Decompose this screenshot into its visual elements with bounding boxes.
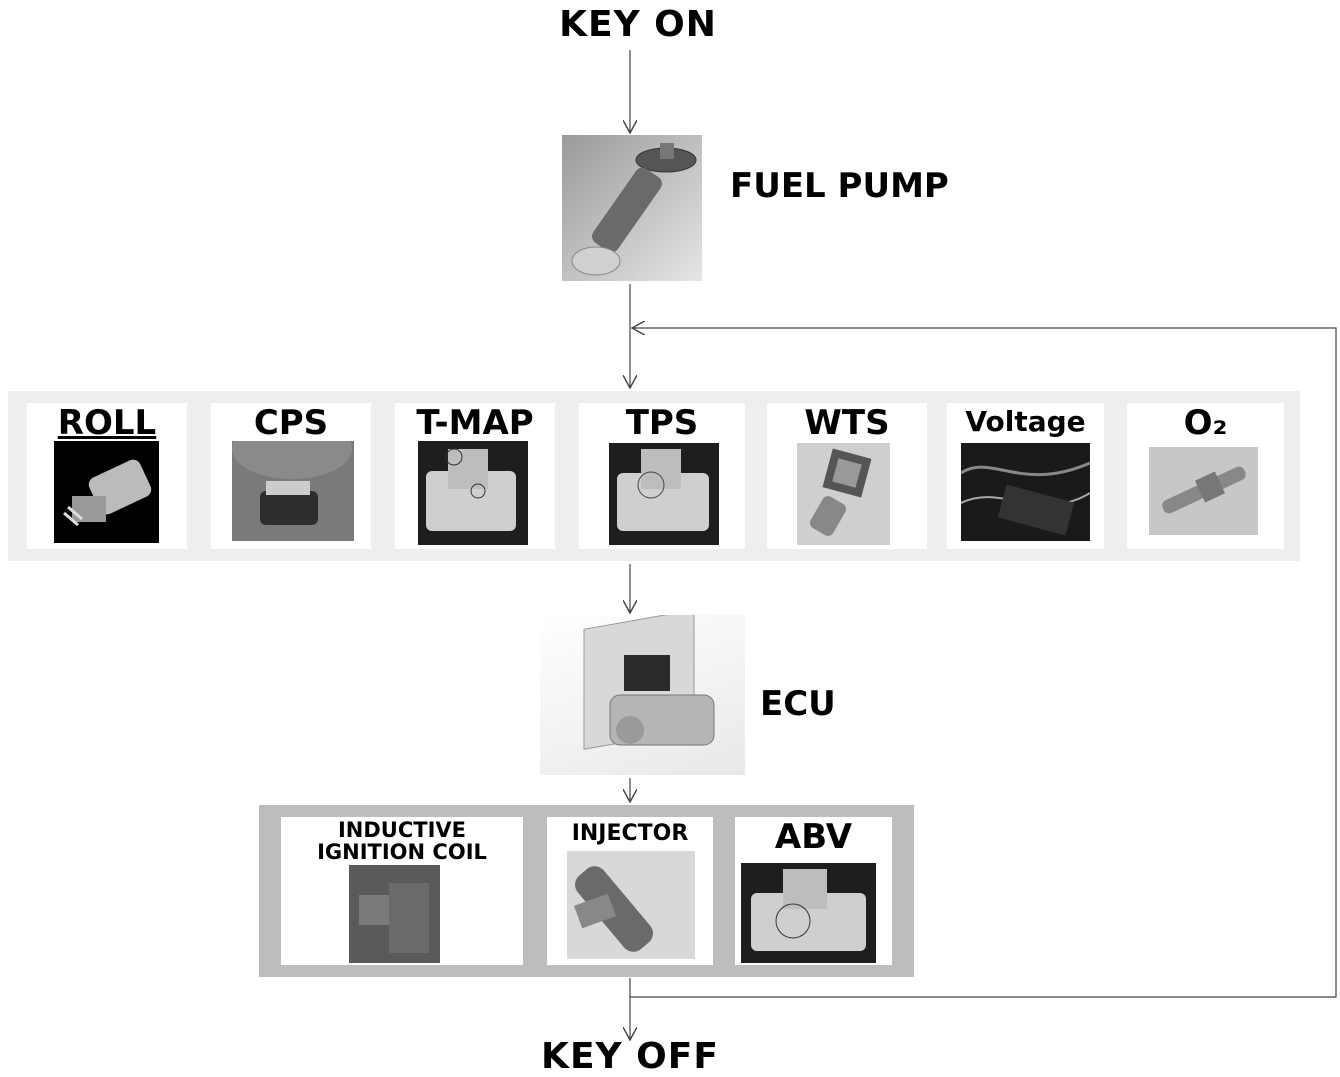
ecu-icon (540, 615, 745, 775)
wts-sensor-icon (797, 443, 890, 545)
sensor-card-tps: TPS (579, 403, 745, 549)
actuator-label-line2: IGNITION COIL (317, 840, 487, 864)
sensor-card-roll: ROLL (27, 403, 187, 549)
actuator-label: INJECTOR (571, 821, 689, 846)
sensor-card-voltage: Voltage (947, 403, 1104, 549)
fuel-pump-icon (562, 135, 702, 281)
sensor-card-cps: CPS (211, 403, 371, 549)
cps-sensor-icon (232, 441, 354, 541)
sensor-label: TPS (625, 403, 699, 443)
key-on-label: KEY ON (559, 4, 717, 45)
abv-icon (741, 863, 876, 963)
actuator-card-abv: ABV (735, 817, 892, 965)
sensor-card-t-map: T-MAP (395, 403, 555, 549)
t-map-sensor-icon (418, 441, 528, 545)
sensor-label: T-MAP (416, 403, 534, 443)
sensor-label: ROLL (57, 403, 157, 443)
roll-sensor-icon (54, 441, 159, 543)
sensor-panel: ROLL CPS T-MAP TPS WTS Voltage O (8, 391, 1300, 561)
ignition-coil-icon (349, 865, 440, 963)
sensor-card-wts: WTS (767, 403, 927, 549)
ecu-label: ECU (760, 684, 836, 724)
actuator-card-injector: INJECTOR (547, 817, 713, 965)
actuator-label: ABV (774, 817, 853, 857)
tps-sensor-icon (609, 443, 719, 545)
actuator-label-line1: INDUCTIVE (337, 818, 467, 842)
loop-back-line (630, 328, 1337, 998)
injector-icon (567, 851, 695, 959)
sensor-label: WTS (804, 403, 890, 443)
actuator-panel: INDUCTIVE IGNITION COIL INJECTOR ABV (259, 805, 914, 977)
sensor-card-o2: O₂ (1127, 403, 1284, 549)
key-off-label: KEY OFF (541, 1036, 719, 1077)
voltage-wiring-icon (961, 443, 1090, 541)
sensor-label: CPS (253, 403, 329, 443)
actuator-card-ignition-coil: INDUCTIVE IGNITION COIL (281, 817, 523, 965)
sensor-label: Voltage (965, 405, 1086, 438)
o2-sensor-icon (1149, 447, 1258, 535)
fuel-pump-label: FUEL PUMP (730, 166, 949, 206)
sensor-label: O₂ (1183, 403, 1228, 443)
